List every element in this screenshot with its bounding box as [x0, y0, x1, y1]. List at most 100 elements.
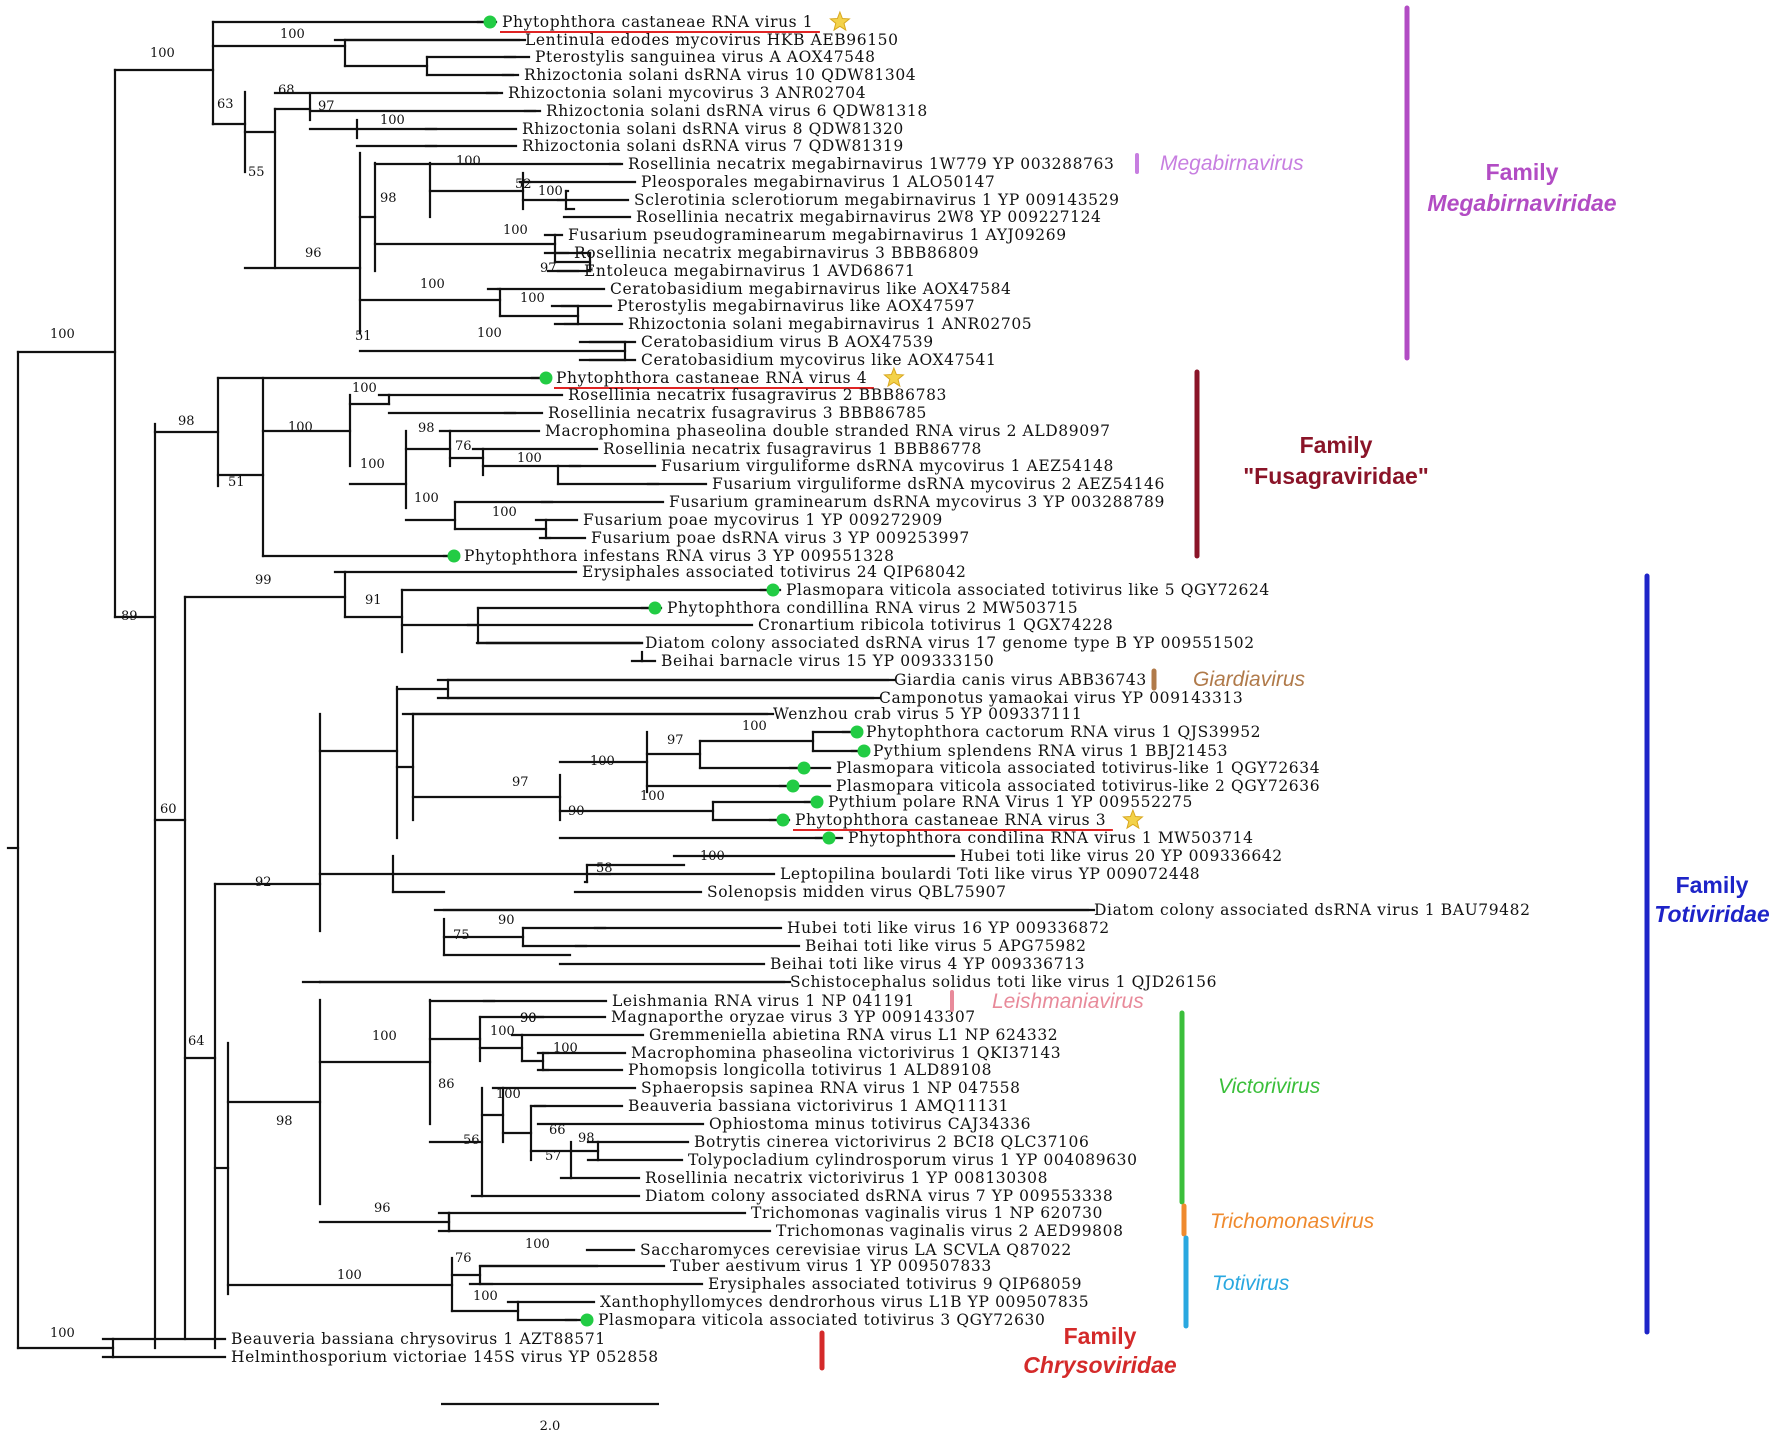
leaf-label: Beihai toti like virus 4 YP 009336713 — [770, 955, 1085, 973]
clade-label-genus: Trichomonasvirus — [1210, 1210, 1375, 1233]
leaf-label: Beihai barnacle virus 15 YP 009333150 — [661, 652, 994, 670]
leaf-label: Leptopilina boulardi Toti like virus YP … — [780, 865, 1200, 883]
leaf-label: Diatom colony associated dsRNA virus 1 B… — [1094, 901, 1531, 919]
leaf-label: Phomopsis longicolla totivirus 1 ALD8910… — [628, 1061, 992, 1079]
bootstrap-value: 91 — [365, 593, 382, 608]
bootstrap-value: 100 — [742, 719, 767, 734]
bootstrap-value: 100 — [352, 381, 377, 396]
leaf-label: Diatom colony associated dsRNA virus 7 Y… — [645, 1187, 1113, 1205]
clade-label-genus: Totivirus — [1212, 1272, 1290, 1295]
clade-label-name: Chrysoviridae — [1023, 1352, 1177, 1378]
bootstrap-value: 66 — [549, 1123, 566, 1138]
clade-label-name: Megabirnaviridae — [1427, 190, 1616, 216]
bootstrap-value: 100 — [150, 46, 175, 61]
bootstrap-value: 100 — [420, 277, 445, 292]
leaf-label: Rosellinia necatrix megabirnavirus 3 BBB… — [574, 244, 979, 262]
leaf-label: Camponotus yamaokai virus YP 009143313 — [879, 689, 1243, 707]
bootstrap-value: 55 — [248, 165, 265, 180]
green-dot-marker — [822, 831, 836, 845]
leaf-label: Phytophthora castaneae RNA virus 4 — [556, 369, 867, 387]
leaf-label: Pleosporales megabirnavirus 1 ALO50147 — [641, 173, 995, 191]
leaf-label: Saccharomyces cerevisiae virus LA SCVLA … — [640, 1241, 1072, 1259]
leaf-label: Plasmopara viticola associated totivirus… — [836, 777, 1320, 795]
tree-branches — [6, 20, 1096, 1359]
leaf-label: Phytophthora castaneae RNA virus 3 — [795, 811, 1106, 829]
bootstrap-value: 68 — [278, 83, 295, 98]
leaf-label: Rhizoctonia solani dsRNA virus 10 QDW813… — [524, 66, 916, 84]
bootstrap-value: 96 — [374, 1201, 391, 1216]
highlight-underlines — [500, 10, 1144, 831]
leaf-label: Beihai toti like virus 5 APG75982 — [805, 937, 1087, 955]
bootstrap-value: 100 — [496, 1087, 521, 1102]
leaf-label: Rhizoctonia solani dsRNA virus 8 QDW8132… — [522, 120, 904, 138]
oomycete-markers — [447, 15, 871, 1327]
leaf-label: Rhizoctonia solani megabirnavirus 1 ANR0… — [628, 315, 1032, 333]
clade-label-family: Family — [1064, 1323, 1137, 1349]
leaf-label: Plasmopara viticola associated totivirus… — [836, 759, 1320, 777]
bootstrap-value: 51 — [355, 329, 372, 344]
bootstrap-value: 63 — [217, 97, 234, 112]
scale-bar: 2.0 — [441, 1402, 659, 1434]
green-dot-marker — [776, 813, 790, 827]
leaf-label: Rosellinia necatrix megabirnavirus 1W779… — [628, 155, 1114, 173]
leaf-label: Macrophomina phaseolina double stranded … — [545, 422, 1111, 440]
star-icon — [829, 10, 851, 32]
bootstrap-value: 100 — [372, 1029, 397, 1044]
bootstrap-value: 100 — [50, 327, 75, 342]
bootstrap-value: 100 — [337, 1268, 362, 1283]
green-dot-marker — [786, 779, 800, 793]
bootstrap-value: 100 — [538, 184, 563, 199]
bootstrap-value: 57 — [545, 1149, 562, 1164]
green-dot-marker — [580, 1313, 594, 1327]
bootstrap-value: 76 — [455, 439, 472, 454]
clade-label-family: Family — [1486, 159, 1559, 185]
green-dot-marker — [447, 549, 461, 563]
leaf-label: Trichomonas vaginalis virus 1 NP 620730 — [751, 1204, 1103, 1222]
bootstrap-value: 58 — [596, 861, 613, 876]
bootstrap-value: 100 — [520, 291, 545, 306]
leaf-label: Fusarium pseudograminearum megabirnaviru… — [568, 226, 1067, 244]
bootstrap-value: 76 — [455, 1251, 472, 1266]
leaf-label: Sclerotinia sclerotiorum megabirnavirus … — [634, 191, 1120, 209]
bootstrap-value: 97 — [540, 261, 557, 276]
leaf-label: Fusarium poae mycovirus 1 YP 009272909 — [583, 511, 943, 529]
bootstrap-value: 98 — [178, 414, 195, 429]
clade-label-genus: Megabirnavirus — [1160, 152, 1304, 175]
leaf-label: Hubei toti like virus 20 YP 009336642 — [960, 847, 1283, 865]
scale-bar-label: 2.0 — [540, 1419, 561, 1434]
leaf-label: Pterostylis megabirnavirus like AOX47597 — [617, 297, 975, 315]
bootstrap-value: 100 — [414, 491, 439, 506]
leaf-label: Plasmopara viticola associated totivirus… — [786, 581, 1270, 599]
leaf-label: Schistocephalus solidus toti like virus … — [790, 973, 1217, 991]
bootstrap-value: 75 — [453, 928, 470, 943]
clade-label-name: "Fusagraviridae" — [1243, 463, 1428, 489]
leaf-label: Rosellinia necatrix fusagravirus 2 BBB86… — [568, 386, 947, 404]
leaf-label: Phytophthora infestans RNA virus 3 YP 00… — [464, 547, 895, 565]
leaf-label: Lentinula edodes mycovirus HKB AEB96150 — [525, 31, 899, 49]
leaf-label: Botrytis cinerea victorivirus 2 BCI8 QLC… — [694, 1133, 1089, 1151]
leaf-label: Cronartium ribicola totivirus 1 QGX74228 — [758, 616, 1113, 634]
bootstrap-value: 98 — [380, 191, 397, 206]
bootstrap-value: 100 — [473, 1289, 498, 1304]
leaf-label: Diatom colony associated dsRNA virus 17 … — [645, 634, 1255, 652]
bootstrap-value: 90 — [498, 913, 515, 928]
leaf-label: Wenzhou crab virus 5 YP 009337111 — [773, 705, 1082, 723]
leaf-label: Hubei toti like virus 16 YP 009336872 — [787, 919, 1110, 937]
clade-label-name: Totiviridae — [1654, 901, 1770, 927]
bootstrap-value: 100 — [640, 789, 665, 804]
leaf-label: Rhizoctonia solani mycovirus 3 ANR02704 — [508, 84, 866, 102]
green-dot-marker — [766, 583, 780, 597]
bootstrap-value: 98 — [578, 1131, 595, 1146]
leaf-label: Helminthosporium victoriae 145S virus YP… — [231, 1348, 659, 1366]
star-icon — [1122, 808, 1144, 830]
green-dot-marker — [483, 15, 497, 29]
bootstrap-value: 100 — [503, 223, 528, 238]
bootstrap-value: 98 — [418, 421, 435, 436]
bootstrap-value: 100 — [700, 849, 725, 864]
bootstrap-value: 89 — [121, 609, 138, 624]
bootstrap-value: 90 — [520, 1011, 537, 1026]
leaf-label: Macrophomina phaseolina victorivirus 1 Q… — [631, 1044, 1061, 1062]
bootstrap-value: 51 — [228, 475, 245, 490]
leaf-label: Gremmeniella abietina RNA virus L1 NP 62… — [649, 1026, 1058, 1044]
